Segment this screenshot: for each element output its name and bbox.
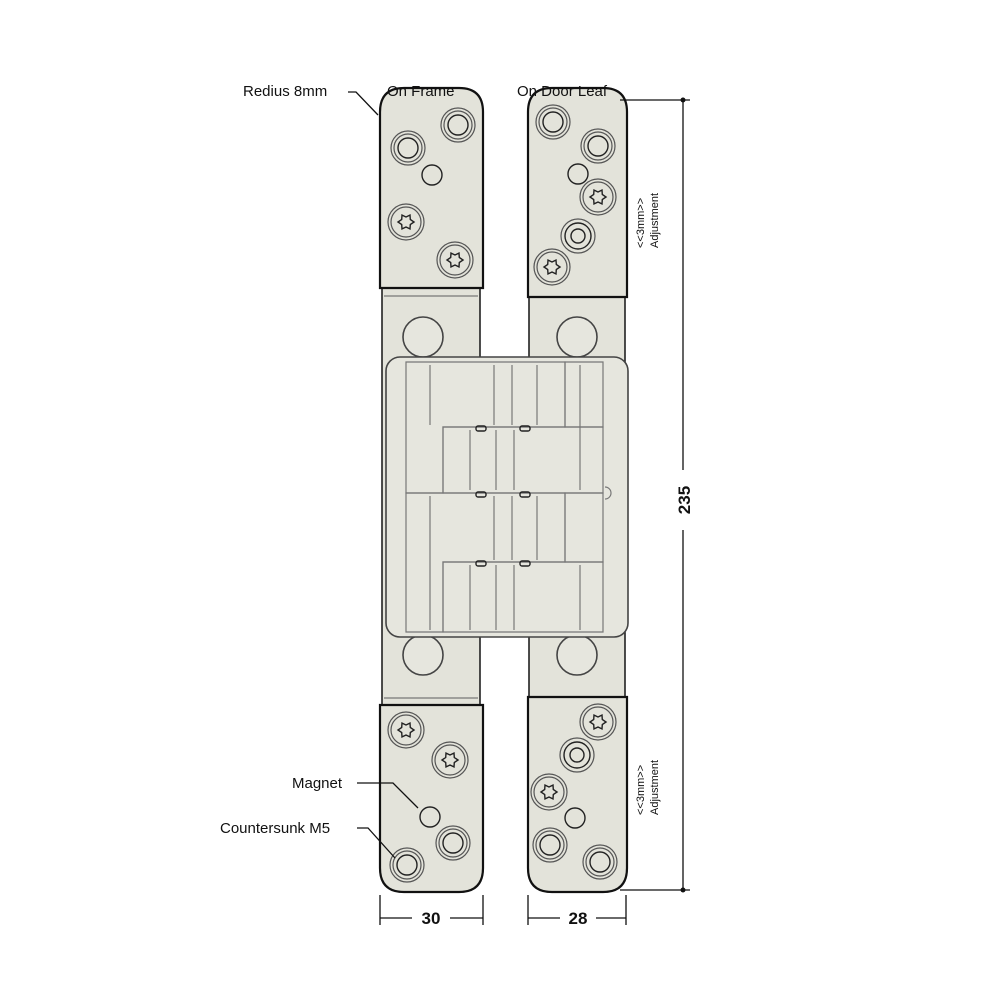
door-top-plate	[526, 86, 629, 299]
countersunk-hole-icon	[390, 130, 426, 166]
hinge-body	[385, 356, 629, 638]
adjustment-screw-icon	[559, 737, 595, 773]
torx-screw-icon	[533, 248, 571, 286]
frame-width-value: 30	[422, 909, 441, 928]
countersunk-hole-icon	[580, 128, 616, 164]
torx-screw-icon	[387, 711, 425, 749]
countersunk-hole-icon	[389, 847, 425, 883]
radius-label: Redius 8mm	[243, 83, 327, 100]
countersunk-label: Countersunk M5	[220, 820, 330, 837]
torx-screw-icon	[579, 703, 617, 741]
svg-text:<<3mm>>: <<3mm>>	[635, 198, 647, 248]
countersunk-leader	[357, 827, 396, 859]
door-width-dimension: 28	[527, 895, 627, 928]
torx-screw-icon	[579, 178, 617, 216]
adjustment-screw-icon	[560, 218, 596, 254]
frame-bottom-plate	[378, 703, 485, 894]
countersunk-hole-icon	[440, 107, 476, 143]
torx-screw-icon	[387, 203, 425, 241]
svg-text:<<3mm>>: <<3mm>>	[635, 765, 647, 815]
door-bottom-plate	[526, 695, 629, 894]
adjustment-bottom: <<3mm>> Adjustment	[635, 760, 661, 815]
countersunk-hole-icon	[535, 104, 571, 140]
torx-screw-icon	[530, 773, 568, 811]
torx-screw-icon	[436, 241, 474, 279]
svg-text:Adjustment: Adjustment	[649, 193, 661, 248]
on-door-leaf-label: On Door Leaf	[517, 83, 608, 100]
height-value: 235	[675, 486, 694, 514]
magnet-hole-icon	[564, 807, 586, 829]
frame-width-dimension: 30	[379, 895, 484, 928]
magnet-hole-icon	[567, 163, 589, 185]
countersunk-hole-icon	[532, 827, 568, 863]
on-frame-label: On Frame	[387, 83, 455, 100]
magnet-hole-icon	[421, 164, 443, 186]
magnet-label: Magnet	[292, 775, 343, 792]
radius-leader	[348, 91, 379, 116]
door-width-value: 28	[569, 909, 588, 928]
svg-text:Adjustment: Adjustment	[649, 760, 661, 815]
countersunk-hole-icon	[582, 844, 618, 880]
adjustment-top: <<3mm>> Adjustment	[635, 193, 661, 248]
magnet-leader	[357, 782, 419, 809]
countersunk-hole-icon	[435, 825, 471, 861]
height-dimension: 235	[620, 97, 694, 893]
frame-top-plate	[378, 86, 485, 290]
magnet-hole-icon	[419, 806, 441, 828]
torx-screw-icon	[431, 741, 469, 779]
